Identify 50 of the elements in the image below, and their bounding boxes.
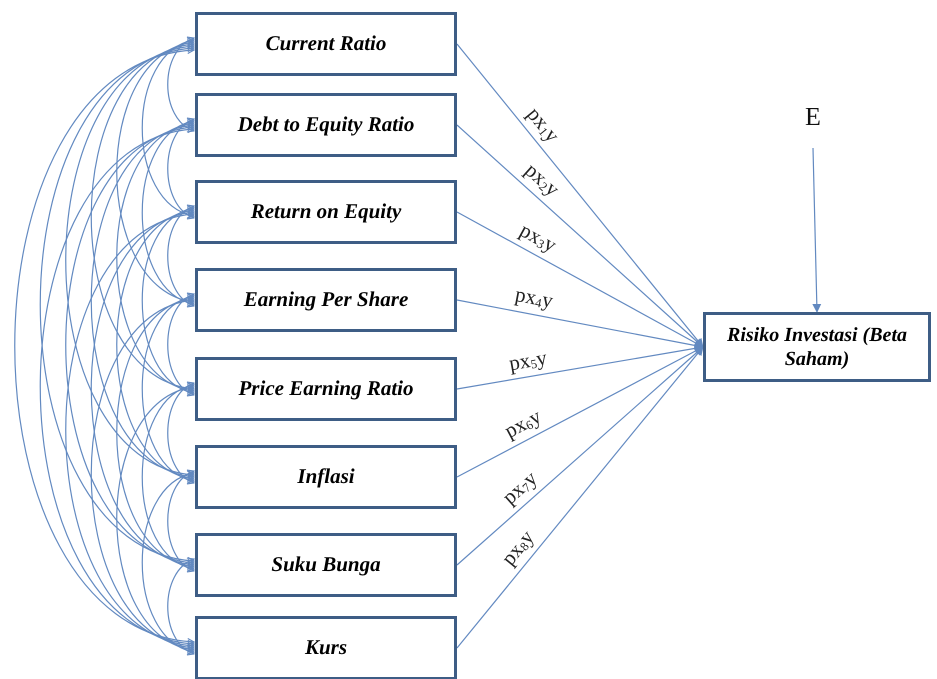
double-headed-arrow [90,123,195,479]
variable-name: Risiko Investasi (Beta Saham) [726,323,908,371]
double-headed-arrow [65,125,195,565]
double-headed-arrow [142,38,195,218]
variable-name: Debt to Equity Ratio [238,112,414,138]
double-headed-arrow [90,298,195,650]
arrow [456,346,704,648]
variable-box [195,445,457,509]
double-headed-arrow [116,208,195,481]
arrow [812,148,822,313]
double-headed-arrow [65,212,195,648]
double-headed-arrow [90,210,195,567]
variable-box [195,12,457,76]
double-headed-arrow [14,48,195,644]
variable-name: Price Earning Ratio [238,376,414,402]
double-headed-arrow [167,558,195,655]
variable-box [195,180,457,244]
double-headed-arrow [40,126,195,646]
double-headed-arrow [40,46,195,564]
variable-name: Suku Bunga [271,552,381,578]
variable-box [195,268,457,332]
double-headed-arrow [142,384,195,570]
double-headed-arrow [167,382,195,484]
error-term-label: E [796,102,830,132]
double-headed-arrow [167,470,195,572]
double-headed-arrow [90,42,195,391]
double-headed-arrow [116,296,195,569]
variable-name: Kurs [304,635,348,661]
variable-name: Inflasi [297,464,355,490]
double-headed-arrow [142,206,195,394]
double-headed-arrow [142,294,195,482]
variable-box [195,616,457,679]
variable-box [195,93,457,157]
double-headed-arrow [167,293,195,396]
variable-name: Return on Equity [250,199,402,225]
double-headed-arrow [167,118,195,219]
double-headed-arrow [116,40,195,304]
double-headed-arrow [167,37,195,132]
double-headed-arrow [142,120,195,306]
variable-name: Current Ratio [266,31,386,57]
double-headed-arrow [167,205,195,307]
double-headed-arrow [142,472,195,654]
variable-name: Earning Per Share [244,287,408,313]
double-headed-arrow [116,385,195,652]
edge-label: px$_{4}$y [513,284,554,312]
variable-box [195,357,457,421]
variable-box [703,312,931,382]
double-headed-arrow [65,44,195,477]
variable-box [195,533,457,597]
double-headed-arrow [116,121,195,393]
